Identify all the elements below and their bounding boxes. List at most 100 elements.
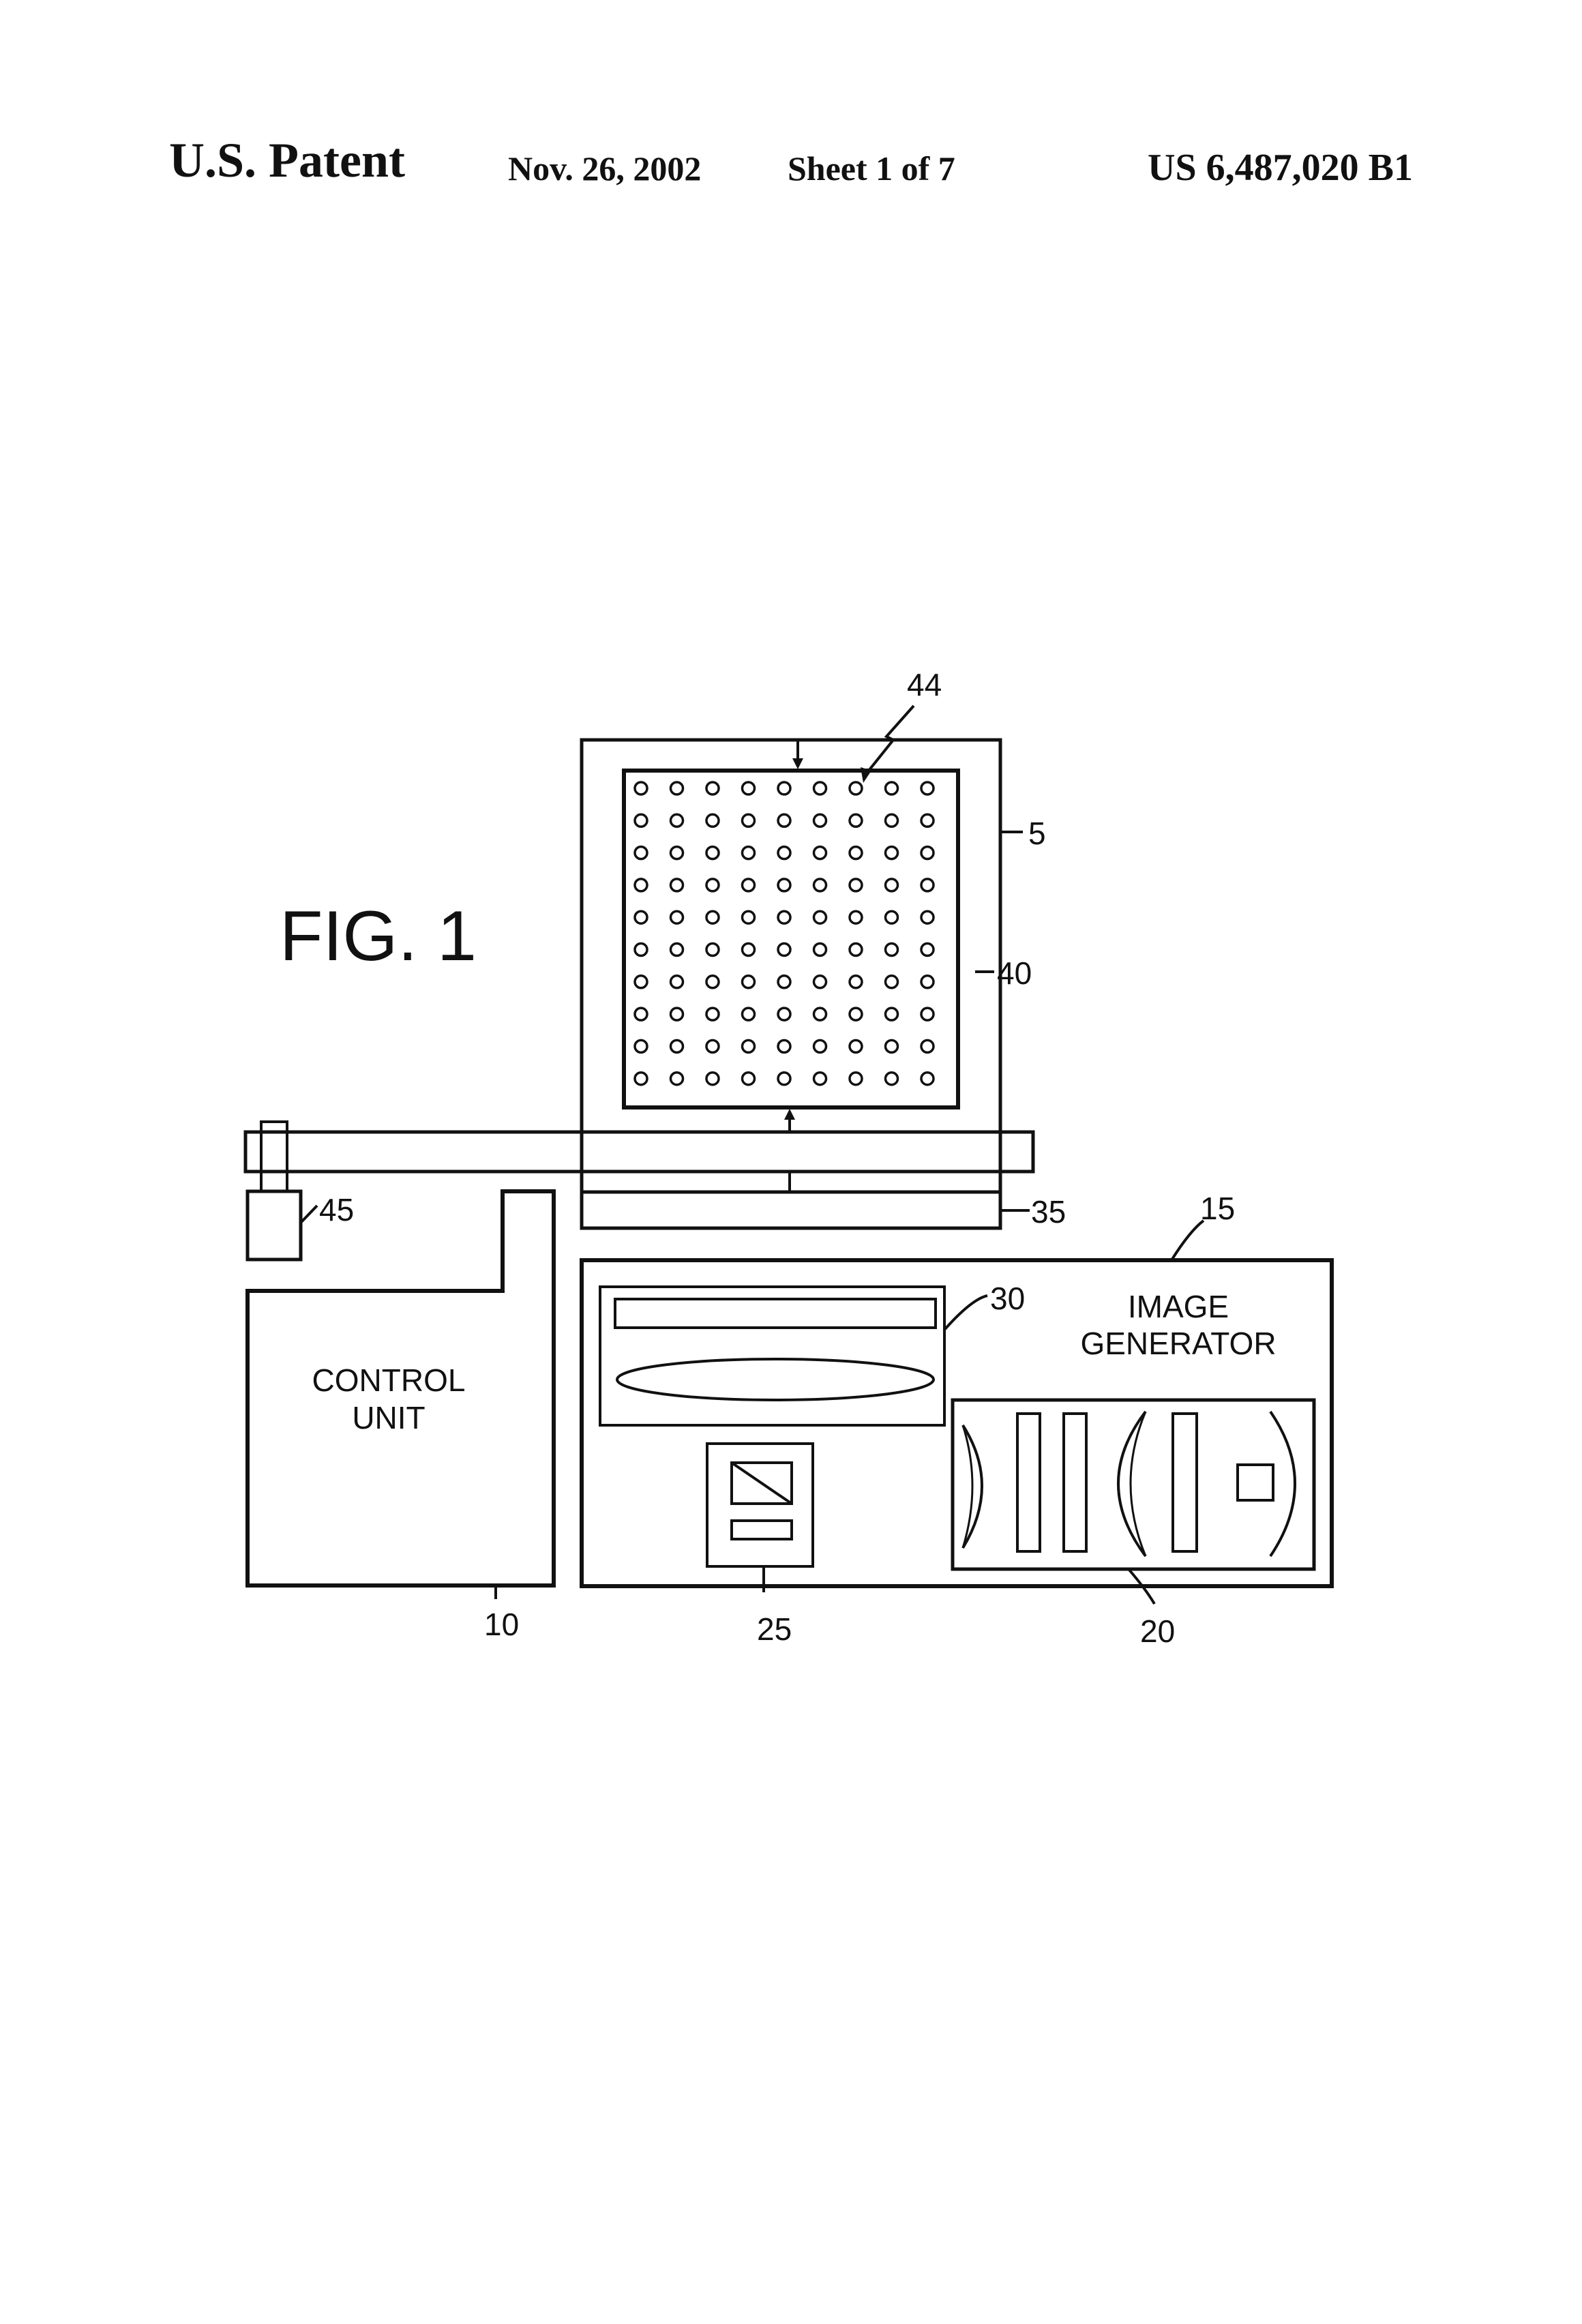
image-generator-label-1: IMAGE <box>1128 1289 1229 1324</box>
matrix-dot <box>741 878 756 893</box>
bottom-arrow-head <box>784 1109 795 1120</box>
matrix-dot <box>812 781 828 796</box>
optics-block <box>1236 1463 1274 1502</box>
matrix-dot <box>669 1007 685 1022</box>
patent-header-number: US 6,487,020 B1 <box>1148 147 1413 189</box>
optics-plate-3 <box>1171 1412 1198 1553</box>
matrix-dot <box>633 781 648 796</box>
leader-20 <box>1127 1568 1156 1605</box>
matrix-dot <box>669 845 685 861</box>
source-box <box>706 1442 814 1568</box>
matrix-dot <box>920 910 935 925</box>
matrix-dot <box>633 845 648 861</box>
ref-25: 25 <box>757 1611 792 1647</box>
matrix-dot <box>812 878 828 893</box>
matrix-dot <box>633 1039 648 1054</box>
matrix-dot <box>633 942 648 957</box>
matrix-dot <box>848 813 863 829</box>
matrix-dot <box>741 781 756 796</box>
matrix-dot <box>848 781 863 796</box>
patent-header-date: Nov. 26, 2002 <box>508 149 702 188</box>
matrix-dot <box>669 942 685 957</box>
optics-lens-2-inner <box>1129 1411 1147 1557</box>
rail <box>243 1130 1035 1174</box>
matrix-dot <box>741 1007 756 1022</box>
matrix-dot <box>884 1007 899 1022</box>
matrix-dot <box>633 1071 648 1086</box>
patent-header-title: U.S. Patent <box>169 133 405 188</box>
ref-10: 10 <box>484 1607 519 1642</box>
projector-lens <box>616 1358 935 1401</box>
matrix-dot <box>777 910 792 925</box>
ref-15: 15 <box>1200 1191 1235 1226</box>
matrix-dot <box>741 910 756 925</box>
matrix-dot <box>848 974 863 989</box>
ref-45: 45 <box>319 1192 354 1227</box>
matrix-dot <box>705 878 720 893</box>
ref-20: 20 <box>1140 1613 1175 1649</box>
matrix-dot <box>848 878 863 893</box>
optics-box <box>951 1398 1316 1571</box>
matrix-dot <box>777 1071 792 1086</box>
sensor-body <box>245 1189 303 1262</box>
control-unit-box <box>245 1189 556 1588</box>
matrix-dot <box>741 1071 756 1086</box>
ref-44: 44 <box>907 667 942 702</box>
matrix-dot <box>633 878 648 893</box>
matrix-dot <box>777 1039 792 1054</box>
leader-30 <box>943 1294 988 1331</box>
optics-lens-3 <box>1269 1410 1296 1558</box>
matrix-dot <box>884 910 899 925</box>
matrix-dot <box>848 942 863 957</box>
optics-lens-1-inner <box>961 1425 974 1549</box>
matrix-dot <box>884 878 899 893</box>
matrix-dot <box>777 878 792 893</box>
matrix-dot <box>848 1007 863 1022</box>
matrix-dot <box>669 1039 685 1054</box>
matrix-dot <box>848 1071 863 1086</box>
ref-30: 30 <box>990 1281 1025 1316</box>
matrix-dot <box>741 1039 756 1054</box>
matrix-dot <box>669 974 685 989</box>
source-window <box>730 1461 793 1505</box>
matrix-dot <box>884 813 899 829</box>
matrix-dot <box>920 1039 935 1054</box>
source-diagonal <box>730 1461 793 1505</box>
matrix-dot <box>633 974 648 989</box>
optics-plate-2 <box>1062 1412 1088 1553</box>
matrix-dot <box>705 1007 720 1022</box>
matrix-dot <box>920 845 935 861</box>
matrix-dot <box>705 942 720 957</box>
matrix-dot <box>669 781 685 796</box>
optics-plate-1 <box>1016 1412 1041 1553</box>
leader-44 <box>865 704 915 775</box>
matrix-dot <box>812 910 828 925</box>
patent-header-sheet: Sheet 1 of 7 <box>788 149 955 188</box>
leader-45 <box>299 1204 318 1224</box>
matrix-dot <box>741 845 756 861</box>
matrix-dot <box>669 910 685 925</box>
image-generator-box <box>580 1258 1334 1588</box>
matrix-dot <box>705 845 720 861</box>
matrix-dot <box>920 813 935 829</box>
projector-slot <box>614 1298 937 1329</box>
matrix-dot <box>669 878 685 893</box>
matrix-dot <box>920 1007 935 1022</box>
source-slot <box>730 1519 793 1540</box>
figure-label: FIG. 1 <box>280 897 477 976</box>
arrow-44 <box>861 767 871 783</box>
panel-frame <box>580 738 1002 1230</box>
matrix-dot <box>920 974 935 989</box>
leader-15 <box>1170 1219 1205 1262</box>
matrix-dot <box>812 1007 828 1022</box>
matrix-dot <box>777 974 792 989</box>
matrix-dot <box>705 781 720 796</box>
control-unit-label-1: CONTROL <box>312 1362 466 1398</box>
matrix-dot <box>884 1039 899 1054</box>
control-unit-label-2: UNIT <box>352 1400 425 1435</box>
matrix-dot <box>777 942 792 957</box>
ref-40: 40 <box>997 955 1032 991</box>
matrix-dot <box>777 845 792 861</box>
matrix-dot <box>812 845 828 861</box>
